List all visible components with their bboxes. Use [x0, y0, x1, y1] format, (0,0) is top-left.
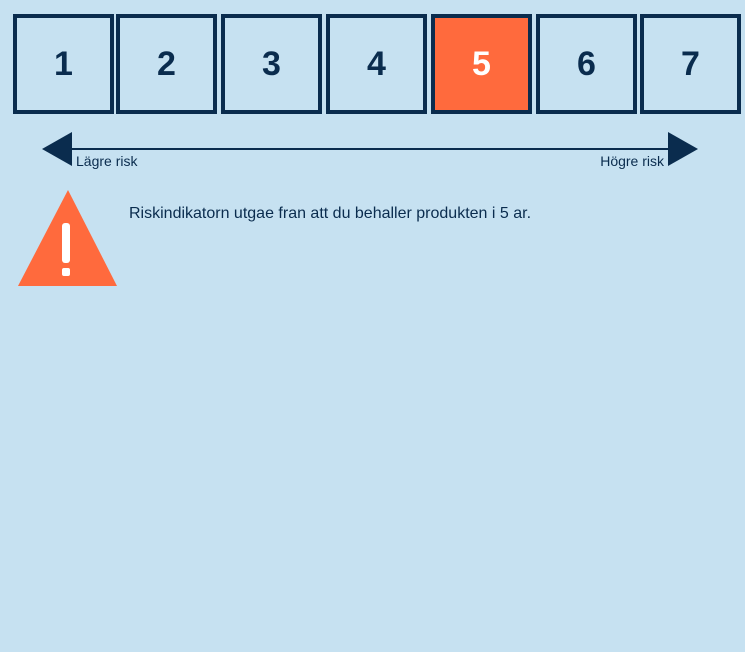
risk-level-1: 1	[13, 14, 114, 114]
holding-period-notice: Riskindikatorn utgae fran att du behalle…	[129, 205, 532, 222]
risk-level-label: 3	[262, 44, 281, 83]
risk-level-6: 6	[536, 14, 637, 114]
risk-level-label: 6	[577, 44, 596, 83]
risk-scale-arrow: Lägre risk Högre risk	[40, 128, 700, 174]
risk-level-label: 7	[681, 44, 700, 83]
double-arrow-icon	[42, 132, 698, 166]
warning-icon	[18, 190, 118, 288]
higher-risk-label: Högre risk	[600, 153, 664, 169]
risk-level-label: 5	[472, 44, 491, 83]
risk-level-5-selected: 5	[431, 14, 532, 114]
risk-level-3: 3	[221, 14, 322, 114]
risk-level-4: 4	[326, 14, 427, 114]
risk-level-label: 1	[54, 44, 73, 83]
risk-level-label: 4	[367, 44, 386, 83]
risk-level-selector: 1 2 3 4 5 6 7	[13, 14, 741, 114]
lower-risk-label: Lägre risk	[76, 153, 138, 169]
risk-level-label: 2	[157, 44, 176, 83]
risk-level-7: 7	[640, 14, 741, 114]
risk-level-2: 2	[116, 14, 217, 114]
